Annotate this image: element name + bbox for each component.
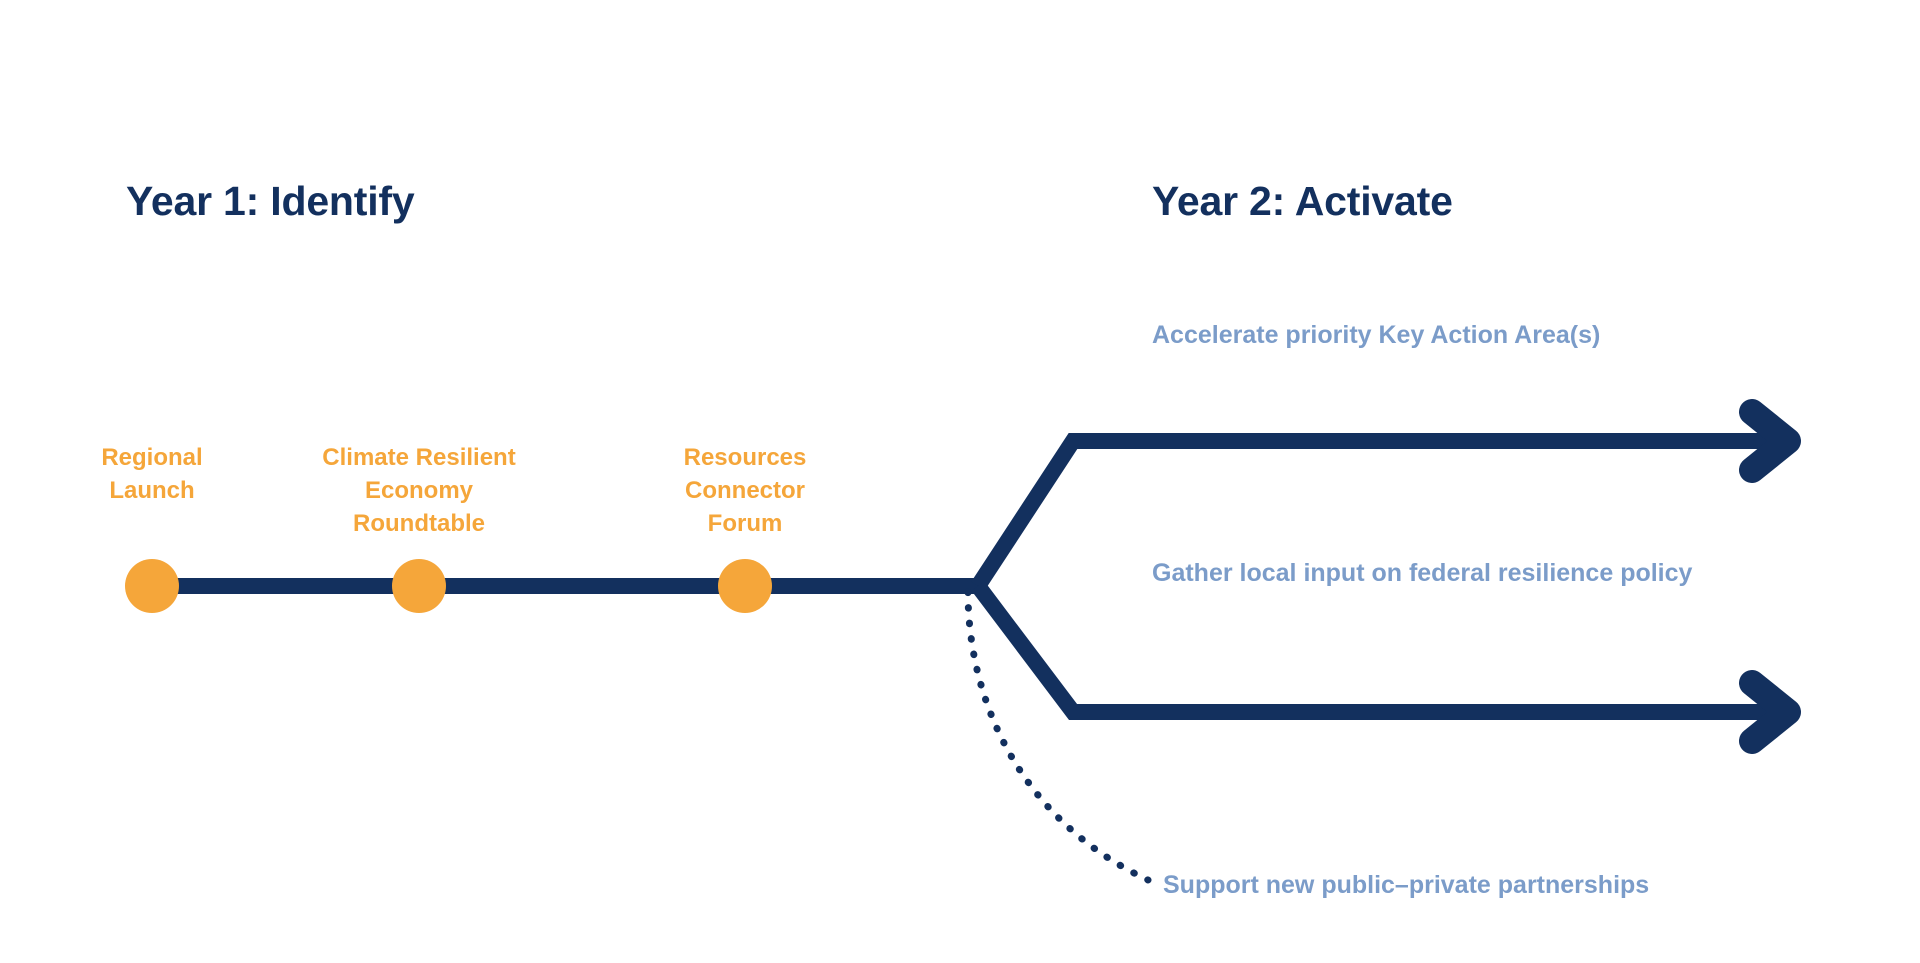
- outcome-label-support-partnerships: Support new public–private partnerships: [1163, 871, 1650, 899]
- milestone-marker-resources-connector-forum[interactable]: [718, 559, 772, 613]
- dotted-connector-path: [964, 588, 1152, 884]
- outcome-label-gather-local-input: Gather local input on federal resilience…: [1152, 559, 1693, 587]
- milestone-label-regional-launch: Regional Launch: [101, 444, 203, 504]
- arrowhead-top-icon: [1739, 399, 1801, 483]
- phase-title-year-2: Year 2: Activate: [1152, 178, 1453, 224]
- milestone-marker-climate-resilient-economy-roundtable[interactable]: [392, 559, 446, 613]
- arrowhead-bottom-icon: [1739, 670, 1801, 754]
- milestone-label-climate-resilient-economy-roundtable: Climate Resilient Economy Roundtable: [322, 444, 516, 537]
- phase-title-year-1: Year 1: Identify: [126, 178, 415, 224]
- milestone-label-resources-connector-forum: Resources Connector Forum: [683, 444, 807, 537]
- branch-path-top: [971, 433, 1770, 591]
- branch-path-bottom: [971, 581, 1770, 720]
- outcome-label-accelerate-key-action-areas: Accelerate priority Key Action Area(s): [1152, 321, 1601, 349]
- milestone-marker-regional-launch[interactable]: [125, 559, 179, 613]
